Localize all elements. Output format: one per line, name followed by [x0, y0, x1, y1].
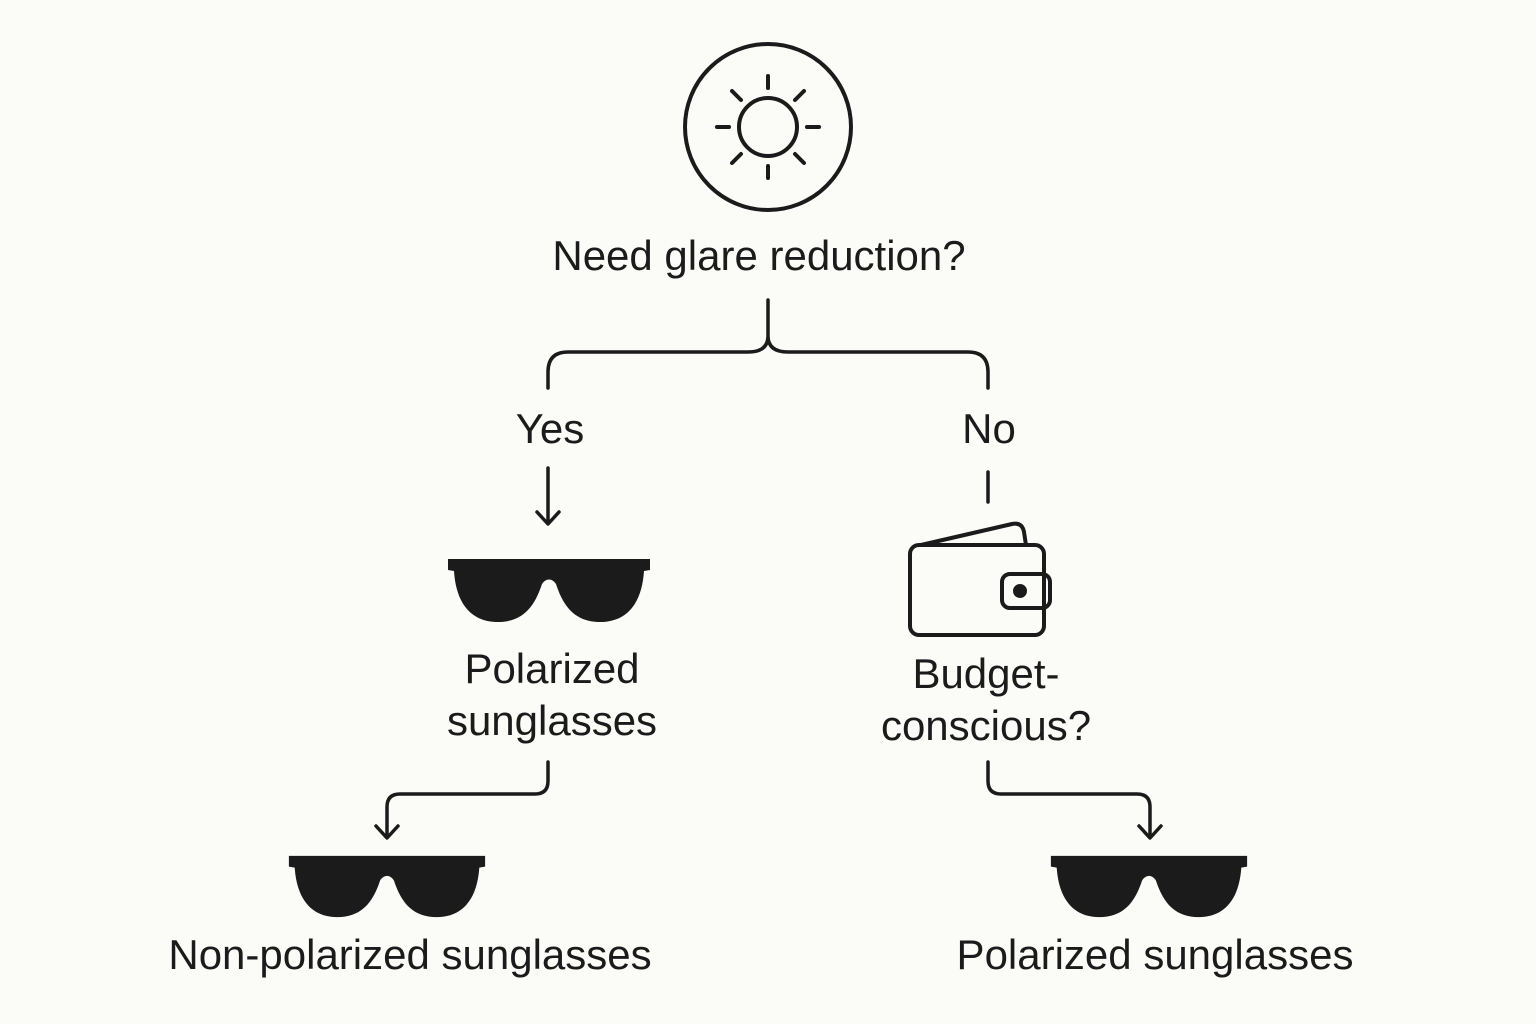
yes-result-line1: Polarized [464, 645, 640, 692]
no-label: No [962, 405, 1016, 452]
right-lower-arrow [986, 760, 1163, 840]
budget-question-line1: Budget- [912, 650, 1060, 697]
yes-label: Yes [515, 405, 585, 452]
root-question: Need glare reduction? [552, 232, 966, 279]
budget-question-line2: conscious? [880, 702, 1092, 749]
sunglasses-icon [1050, 855, 1248, 918]
left-lower-arrow [374, 760, 550, 840]
yes-result-line2: sunglasses [446, 697, 658, 744]
budget-question: Budget- conscious? [881, 648, 1091, 752]
branch-connector [546, 298, 990, 390]
leaf-left-label: Non-polarized sunglasses [168, 931, 652, 978]
yes-arrow [535, 466, 561, 526]
leaf-right-label: Polarized sunglasses [956, 931, 1354, 978]
sunglasses-icon [288, 855, 486, 918]
wallet-icon [908, 521, 1052, 637]
sunglasses-icon [448, 559, 650, 622]
sun-icon [683, 42, 853, 212]
yes-result: Polarized sunglasses [447, 643, 657, 747]
